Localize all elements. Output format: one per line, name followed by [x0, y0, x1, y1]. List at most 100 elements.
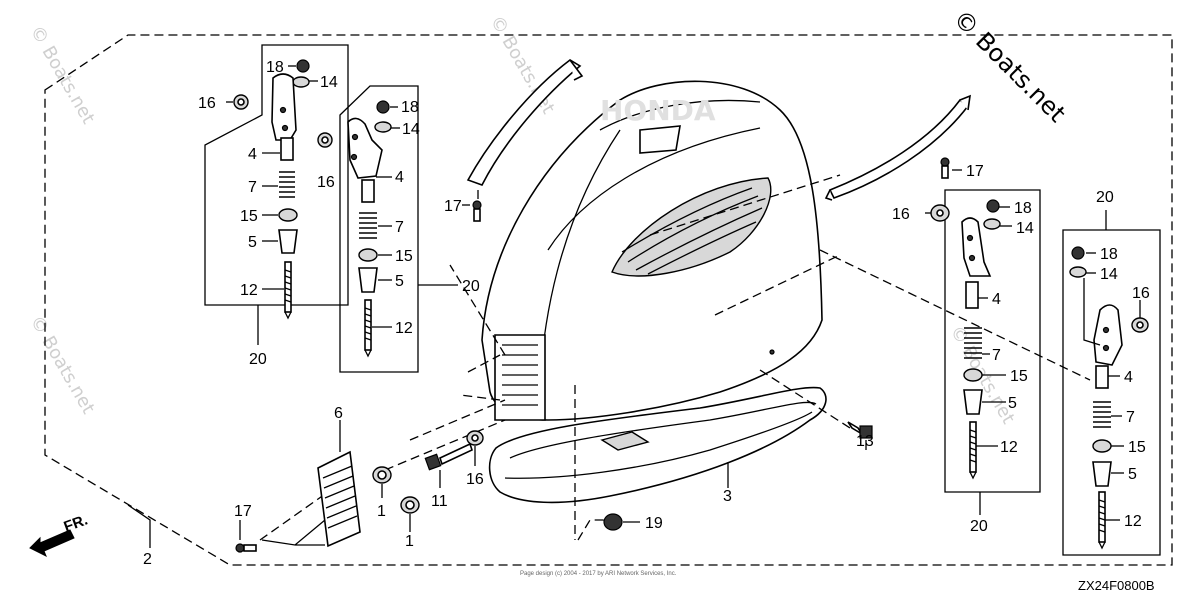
grommet-16 [466, 430, 484, 446]
latch-bracket [961, 217, 992, 277]
cover-edge [547, 127, 761, 251]
seal-tab [600, 431, 650, 451]
moulding-strip-right [828, 98, 970, 199]
seal-inner-edge [509, 401, 817, 459]
latch-rivet [1102, 326, 1110, 334]
callout: 18 [1014, 200, 1032, 217]
side-grille-6 [317, 450, 361, 548]
nut-18 [296, 59, 310, 73]
bolt-11 [424, 442, 473, 471]
screw-17 [235, 543, 257, 553]
assembly-line [819, 249, 1091, 381]
callout: 5 [1008, 395, 1017, 412]
callout: 18 [401, 99, 419, 116]
moulding-strip-left [466, 59, 582, 186]
callout: 14 [320, 74, 338, 91]
cover-hole [769, 349, 775, 355]
callout: 16 [317, 174, 335, 191]
diagram-code: ZX24F0800B [1078, 578, 1155, 593]
callout: 15 [395, 248, 413, 265]
bolt-12 [364, 299, 372, 351]
callout: 1 [377, 503, 386, 520]
latch-bracket [1093, 304, 1123, 366]
assembly-line [759, 369, 851, 429]
nut-18 [1071, 246, 1085, 260]
assembly-line [449, 264, 506, 356]
latch-rivet [281, 124, 289, 132]
callout: 12 [240, 282, 258, 299]
bracket-box [1062, 229, 1161, 556]
front-direction-arrow: FR. [29, 512, 91, 558]
screw-17 [472, 200, 482, 222]
front-direction-label: FR. [62, 512, 91, 536]
seal-rubber-3 [488, 386, 827, 504]
washer-15 [278, 208, 298, 222]
callout: 3 [723, 488, 732, 505]
nut-18 [986, 199, 1000, 213]
assembly-line [384, 419, 506, 471]
callout: 2 [143, 551, 152, 568]
bolt-12 [969, 421, 977, 473]
footer-copyright: Page design (c) 2004 - 2017 by ARI Netwo… [520, 571, 677, 577]
callout: 4 [248, 146, 257, 163]
bolt-thread [1098, 499, 1106, 533]
callout: 15 [1010, 368, 1028, 385]
callout: 14 [1100, 266, 1118, 283]
bolt-12 [1098, 491, 1106, 543]
latch-bracket [347, 117, 383, 179]
callout: 1 [405, 533, 414, 550]
grommet-1 [372, 466, 392, 484]
callout: 14 [402, 121, 420, 138]
grommet-16-hole [237, 98, 245, 106]
washer-15 [963, 368, 983, 382]
bracket-box [339, 85, 419, 373]
washer-15 [1092, 439, 1112, 453]
callout: 20 [1096, 189, 1114, 206]
bolt-thread [284, 269, 292, 303]
side-opening-slats [502, 344, 538, 406]
leader-line [261, 519, 326, 546]
rubber-5 [963, 389, 983, 415]
callout: 6 [334, 405, 343, 422]
washer-14 [374, 121, 392, 133]
latch-hook-4 [965, 281, 979, 309]
callout: 17 [966, 163, 984, 180]
callout: 16 [892, 206, 910, 223]
latch-rivet [279, 106, 287, 114]
latch-hook-4 [280, 137, 294, 161]
bolt-thread [364, 307, 372, 341]
latch-hook-4 [361, 179, 375, 203]
callout: 17 [234, 503, 252, 520]
bolt-tip [364, 349, 372, 358]
washer-14 [1069, 266, 1087, 278]
watermark: © Boats.net [486, 12, 559, 118]
latch-hook-4 [1095, 365, 1109, 389]
spring-7 [1093, 401, 1111, 428]
washer-14 [983, 218, 1001, 230]
watermark: © Boats.net [26, 22, 99, 128]
callout: 4 [395, 169, 404, 186]
cover-side-opening [494, 334, 546, 421]
latch-rivet [350, 153, 358, 161]
assembly-line [467, 354, 501, 373]
screw-17 [940, 157, 950, 179]
moulding-clip [959, 94, 971, 111]
latch-rivet [968, 254, 976, 262]
callout: 20 [462, 278, 480, 295]
nut-18 [376, 100, 390, 114]
callout: 14 [1016, 220, 1034, 237]
assembly-boundary [44, 34, 1173, 566]
callout: 11 [431, 493, 448, 510]
callout: 20 [970, 518, 988, 535]
assembly-line [459, 394, 501, 401]
leader-line [127, 504, 151, 548]
seal-inner-edge [504, 411, 813, 479]
bolt-tip [969, 471, 977, 480]
callout: 4 [1124, 369, 1133, 386]
grille-slats [322, 465, 358, 529]
grommet-16-hole [321, 136, 329, 144]
callout: 16 [466, 471, 484, 488]
cover-air-vent [611, 177, 772, 277]
rubber-5 [358, 267, 378, 293]
grommet-16 [1131, 317, 1149, 333]
